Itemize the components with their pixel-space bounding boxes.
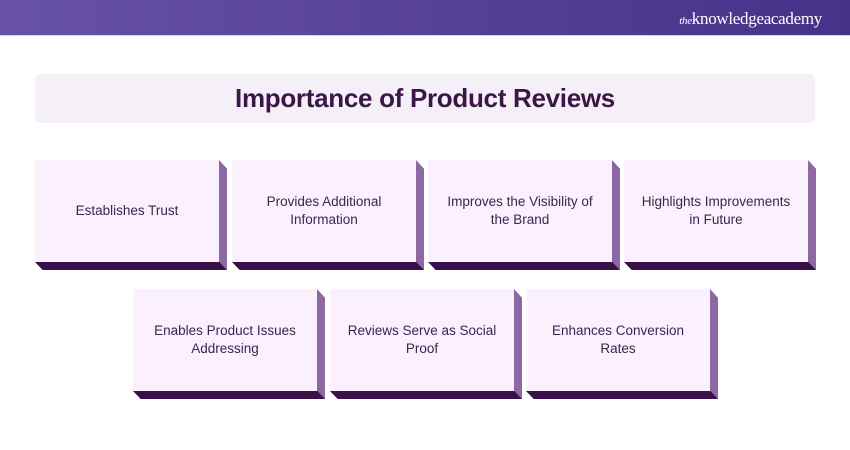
card-label: Establishes Trust [35,160,219,262]
title-banner: Importance of Product Reviews [35,74,815,123]
page-title: Importance of Product Reviews [235,83,615,113]
logo-text: knowledgeacademy [691,9,823,28]
card-label: Provides Additional Information [232,160,416,262]
card-product-issues: Enables Product Issues Addressing [133,289,325,399]
card-label: Highlights Improvements in Future [624,160,808,262]
card-label: Improves the Visibility of the Brand [428,160,612,262]
brand-logo: theknowledgeacademy [679,9,822,29]
logo-prefix: the [679,15,692,27]
card-conversion-rates: Enhances Conversion Rates [526,289,718,399]
card-label: Reviews Serve as Social Proof [330,289,514,391]
card-establishes-trust: Establishes Trust [35,160,227,270]
card-label: Enables Product Issues Addressing [133,289,317,391]
card-social-proof: Reviews Serve as Social Proof [330,289,522,399]
card-label: Enhances Conversion Rates [526,289,710,391]
header-bar: theknowledgeacademy [0,0,850,36]
card-additional-information: Provides Additional Information [232,160,424,270]
card-future-improvements: Highlights Improvements in Future [624,160,816,270]
card-brand-visibility: Improves the Visibility of the Brand [428,160,620,270]
